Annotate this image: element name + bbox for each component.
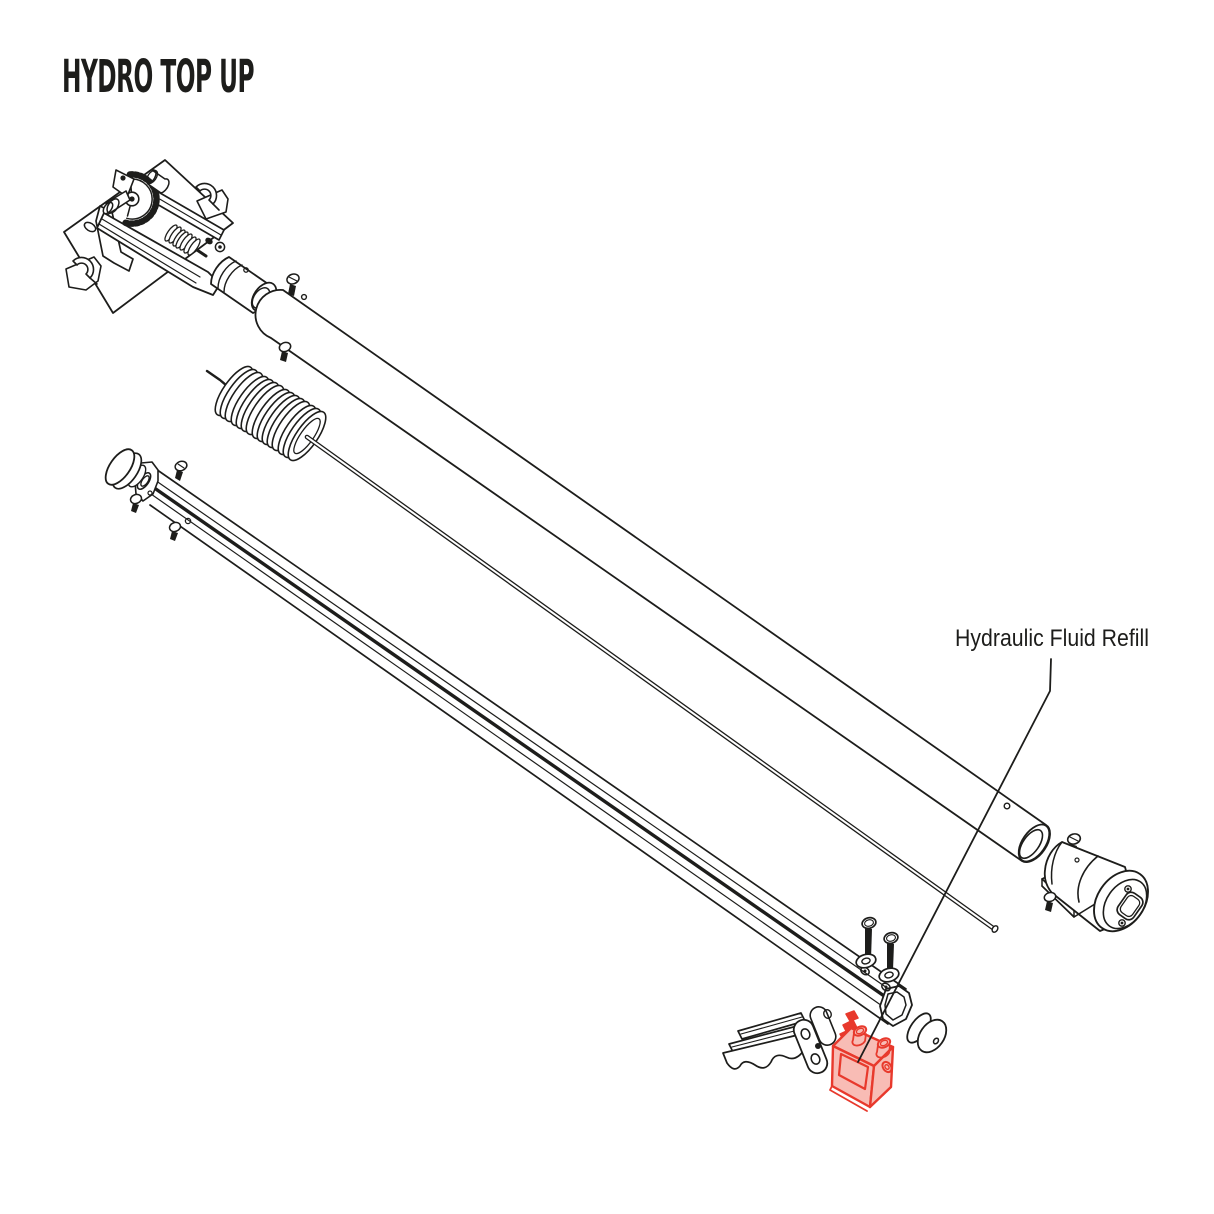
mount-hole xyxy=(184,517,192,525)
grip-plate xyxy=(722,1033,807,1070)
side-port xyxy=(881,1060,893,1074)
spring-hook-upper xyxy=(195,182,229,220)
release-handle-assembly xyxy=(722,1006,837,1075)
socket-end-fitting xyxy=(1041,833,1149,933)
fill-nozzle xyxy=(845,1010,859,1022)
hex-ridge-edge xyxy=(149,484,902,1009)
inner-hex-tube xyxy=(134,461,913,1027)
end-cap-screws xyxy=(129,460,188,541)
callout: Hydraulic Fluid Refill xyxy=(857,625,1149,1063)
mounting-bolts-and-washers xyxy=(855,916,900,983)
outer-tube xyxy=(254,273,1051,863)
lock-nut xyxy=(205,237,213,245)
end-plug-knob xyxy=(906,1012,948,1054)
hex-tube-end-cap xyxy=(104,448,147,490)
worm-spring xyxy=(164,224,208,258)
pull-rod xyxy=(304,434,999,933)
gearbox-winch-assembly xyxy=(63,159,278,314)
callout-label: Hydraulic Fluid Refill xyxy=(955,625,1149,652)
sector-gear xyxy=(122,171,160,227)
square-socket xyxy=(1116,891,1144,921)
bolt-hole xyxy=(881,982,891,992)
spring-hook-lower xyxy=(65,256,102,291)
callout-leader-line xyxy=(857,658,1052,1063)
rivet-hole xyxy=(1003,802,1011,810)
link-plate-front xyxy=(792,1018,829,1075)
tension-spring xyxy=(205,365,327,462)
reservoir-panel xyxy=(837,1052,870,1091)
bolt-head xyxy=(883,931,899,945)
tube-screw-upper xyxy=(286,273,300,296)
gear-shaft xyxy=(102,190,131,215)
fitting-bottom-screw xyxy=(1043,891,1057,912)
channel-arms xyxy=(96,185,225,296)
tube-screw-lower xyxy=(278,341,292,362)
pivot-pin xyxy=(120,175,126,181)
page-title: HYDRO TOP UP xyxy=(62,50,254,103)
bolt-head xyxy=(861,916,877,930)
pivot-pin xyxy=(815,1043,821,1049)
washer xyxy=(878,967,900,983)
rivet-hole xyxy=(300,293,308,301)
plate-roller xyxy=(145,169,170,194)
washer xyxy=(855,953,877,969)
hydraulic-fluid-reservoir xyxy=(829,1010,895,1112)
